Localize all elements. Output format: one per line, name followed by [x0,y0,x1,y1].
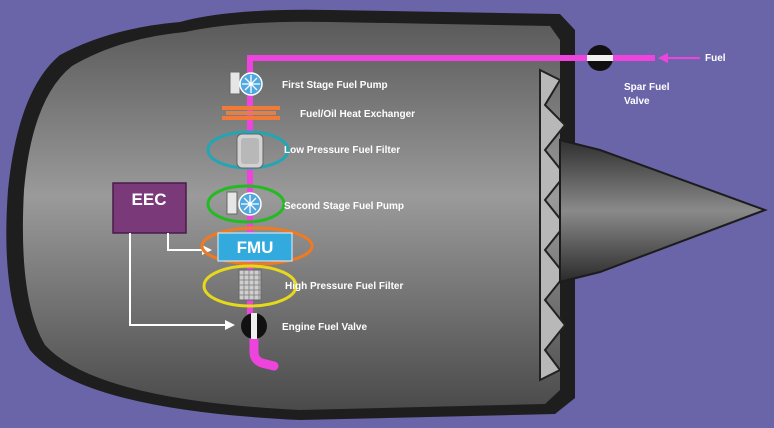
second-pump-ring [206,184,286,224]
first-stage-pump[interactable] [229,71,263,96]
engine-fuel-valve[interactable] [241,313,267,339]
fuel-inlet-label: Fuel [705,53,726,64]
fuel-line-outlet [249,330,279,371]
lp-filter-label: Low Pressure Fuel Filter [284,145,400,156]
fmu-unit[interactable]: FMU [217,232,293,262]
hp-filter-ring [202,264,298,308]
heat-exchanger-label: Fuel/Oil Heat Exchanger [300,109,415,120]
spar-valve-label-1: Spar Fuel [624,82,670,93]
second-pump-label: Second Stage Fuel Pump [284,201,404,212]
engine-nacelle-body [22,21,560,410]
first-stage-pump-label: First Stage Fuel Pump [282,80,388,91]
fmu-ring [200,226,314,266]
spar-valve-label-2: Valve [624,96,650,107]
exhaust-nozzle [539,68,567,382]
fmu-label: FMU [237,238,274,257]
lp-fuel-filter[interactable] [236,133,264,169]
eec-to-fmu-arrow [167,233,205,251]
heat-exchanger[interactable] [222,106,280,120]
eec-to-valve-arrowhead [225,320,235,330]
eec-unit[interactable]: EEC [112,182,187,234]
eec-to-valve-arrow [129,233,228,326]
second-stage-pump[interactable] [226,191,262,216]
eec-label: EEC [132,190,167,209]
exhaust-cone [559,138,768,284]
hp-fuel-filter[interactable] [238,269,262,301]
engine-valve-label: Engine Fuel Valve [282,322,367,333]
fuel-inlet-arrowhead [658,53,668,63]
spar-fuel-valve[interactable] [587,45,613,71]
hp-filter-label: High Pressure Fuel Filter [285,281,403,292]
